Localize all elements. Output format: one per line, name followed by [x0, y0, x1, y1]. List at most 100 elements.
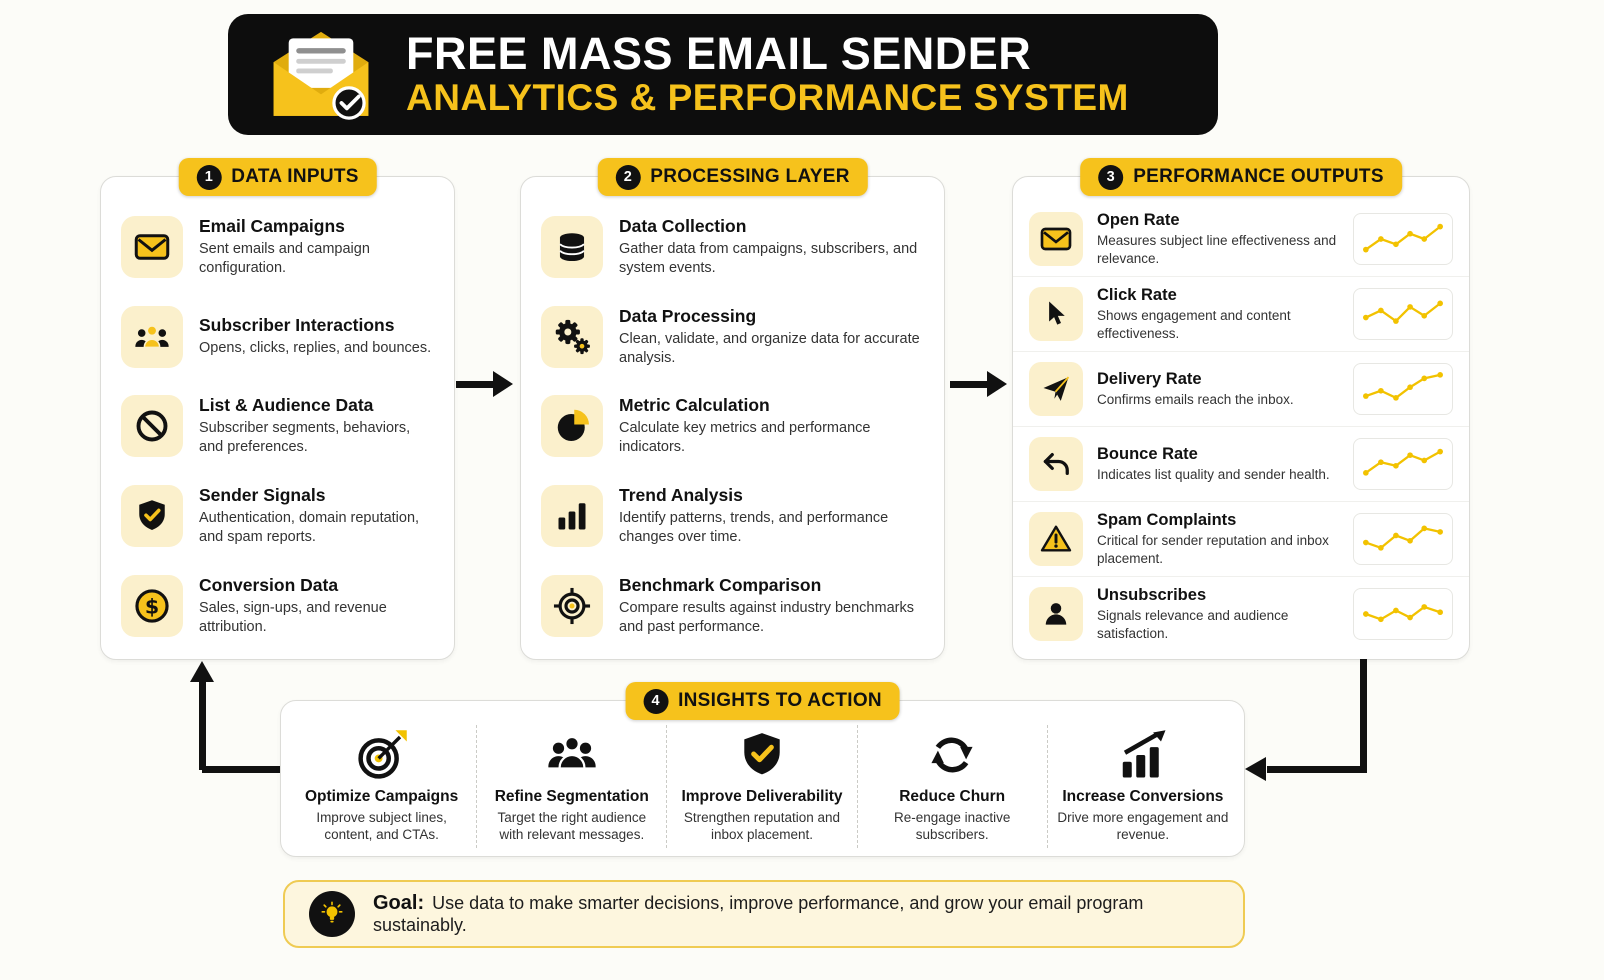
item-desc: Signals relevance and audience satisfact…: [1097, 607, 1289, 641]
target-icon: [541, 575, 603, 638]
item-desc: Gather data from campaigns, subscribers,…: [619, 240, 918, 276]
action-desc: Target the right audience with relevant …: [497, 810, 647, 843]
sparkline-chart: [1353, 513, 1453, 565]
person-icon: [1029, 587, 1083, 641]
cursor-icon: [1029, 287, 1083, 341]
item-desc: Shows engagement and content effectivene…: [1097, 307, 1291, 341]
action-title: Improve Deliverability: [681, 788, 843, 805]
growth-chart-icon: [1116, 725, 1170, 785]
shield-check-icon: [737, 725, 787, 785]
email-envelope-icon: [262, 25, 380, 125]
section-badge-data-inputs: 1 DATA INPUTS: [178, 158, 377, 196]
goal-statement: Goal:Use data to make smarter decisions,…: [373, 892, 1219, 936]
svg-text:$: $: [145, 594, 159, 618]
goal-label: Goal:: [373, 892, 425, 914]
badge-number: 3: [1098, 164, 1124, 190]
database-icon: [541, 215, 603, 278]
item-title: Click Rate: [1097, 285, 1177, 304]
badge-label: PROCESSING LAYER: [650, 166, 850, 187]
item-title: Spam Complaints: [1097, 510, 1237, 529]
section-badge-performance-outputs: 3 PERFORMANCE OUTPUTS: [1080, 158, 1402, 196]
dollar-icon: $: [121, 575, 183, 638]
item-title: Open Rate: [1097, 210, 1180, 229]
action-desc: Improve subject lines, content, and CTAs…: [316, 810, 447, 843]
gears-icon: [541, 305, 603, 368]
header-text: FREE MASS EMAIL SENDER ANALYTICS & PERFO…: [406, 27, 1129, 119]
item-title: List & Audience Data: [199, 395, 374, 416]
item-title: Conversion Data: [199, 574, 339, 595]
sparkline-chart: [1353, 588, 1453, 640]
action-title: Reduce Churn: [899, 788, 1006, 805]
action-desc: Re-engage inactive subscribers.: [894, 810, 1011, 843]
item-title: Benchmark Comparison: [619, 574, 822, 595]
pie-chart-icon: [541, 395, 603, 458]
list-item: Email Campaigns Sent emails and campaign…: [101, 202, 454, 292]
sparkline-chart: [1353, 438, 1453, 490]
shield-check-icon: [121, 485, 183, 548]
list-item: Open Rate Measures subject line effectiv…: [1013, 202, 1469, 276]
badge-label: INSIGHTS TO ACTION: [678, 690, 882, 711]
action-item: Improve Deliverability Strengthen reputa…: [667, 725, 858, 848]
subtitle: ANALYTICS & PERFORMANCE SYSTEM: [406, 77, 1129, 119]
section-insights-to-action: 4 INSIGHTS TO ACTION Optimize Campaigns …: [280, 682, 1245, 857]
paper-plane-icon: [1029, 362, 1083, 416]
list-item: Click Rate Shows engagement and content …: [1013, 276, 1469, 351]
item-desc: Identify patterns, trends, and performan…: [619, 510, 889, 546]
item-title: Data Collection: [619, 215, 747, 236]
item-title: Trend Analysis: [619, 485, 743, 506]
item-desc: Indicates list quality and sender health…: [1097, 466, 1330, 482]
warning-icon: [1029, 512, 1083, 566]
main-title: FREE MASS EMAIL SENDER: [406, 27, 1032, 79]
section-data-inputs: 1 DATA INPUTS Email Campaigns Sent email…: [100, 158, 455, 660]
list-item: Bounce Rate Indicates list quality and s…: [1013, 426, 1469, 501]
action-title: Optimize Campaigns: [304, 788, 459, 805]
list-item: Benchmark Comparison Compare results aga…: [521, 561, 944, 651]
section-badge-processing-layer: 2 PROCESSING LAYER: [597, 158, 868, 196]
sparkline-chart: [1353, 288, 1453, 340]
section-processing-layer: 2 PROCESSING LAYER Data Collection Gathe…: [520, 158, 945, 660]
item-desc: Opens, clicks, replies, and bounces.: [199, 340, 432, 357]
refresh-icon: [926, 725, 978, 785]
goal-banner: Goal:Use data to make smarter decisions,…: [283, 880, 1245, 948]
section-performance-outputs: 3 PERFORMANCE OUTPUTS Open Rate Measures…: [1012, 158, 1470, 660]
badge-number: 4: [643, 688, 669, 714]
envelope-icon: [121, 215, 183, 278]
badge-number: 2: [615, 164, 641, 190]
item-desc: Subscriber segments, behaviors, and pref…: [199, 420, 411, 456]
lightbulb-icon: [309, 891, 355, 937]
sparkline-chart: [1353, 363, 1453, 415]
block-icon: [121, 395, 183, 458]
goal-text: Use data to make smarter decisions, impr…: [373, 893, 1144, 935]
item-desc: Compare results against industry benchma…: [619, 599, 914, 636]
list-item: Subscriber Interactions Opens, clicks, r…: [101, 292, 454, 382]
badge-label: DATA INPUTS: [231, 166, 359, 187]
action-item: Reduce Churn Re-engage inactive subscrib…: [858, 725, 1048, 848]
action-item: Refine Segmentation Target the right aud…: [477, 725, 668, 848]
envelope-icon: [1029, 212, 1083, 266]
action-title: Refine Segmentation: [494, 788, 649, 805]
item-desc: Calculate key metrics and performance in…: [619, 420, 871, 456]
action-desc: Strengthen reputation and inbox placemen…: [683, 810, 841, 843]
header-banner: FREE MASS EMAIL SENDER ANALYTICS & PERFO…: [228, 14, 1218, 135]
item-title: Email Campaigns: [199, 215, 345, 236]
list-item: Spam Complaints Critical for sender repu…: [1013, 501, 1469, 576]
list-item: $ Conversion Data Sales, sign-ups, and r…: [101, 561, 454, 651]
section-badge-insights-to-action: 4 INSIGHTS TO ACTION: [625, 682, 900, 720]
people-icon: [545, 725, 599, 785]
data-inputs-list: Email Campaigns Sent emails and campaign…: [101, 177, 454, 659]
action-title: Increase Conversions: [1062, 788, 1224, 805]
list-item: Sender Signals Authentication, domain re…: [101, 471, 454, 561]
sparkline-chart: [1353, 213, 1453, 265]
action-item: Increase Conversions Drive more engageme…: [1048, 725, 1238, 848]
item-desc: Sent emails and campaign configuration.: [199, 240, 370, 276]
list-item: Metric Calculation Calculate key metrics…: [521, 382, 944, 472]
dart-target-icon: [355, 725, 409, 785]
processing-layer-list: Data Collection Gather data from campaig…: [521, 177, 944, 659]
item-title: Bounce Rate: [1097, 444, 1198, 463]
list-item: Unsubscribes Signals relevance and audie…: [1013, 576, 1469, 651]
insights-action-list: Optimize Campaigns Improve subject lines…: [281, 701, 1244, 856]
action-item: Optimize Campaigns Improve subject lines…: [287, 725, 478, 848]
item-desc: Clean, validate, and organize data for a…: [619, 330, 920, 366]
item-desc: Confirms emails reach the inbox.: [1097, 391, 1294, 407]
